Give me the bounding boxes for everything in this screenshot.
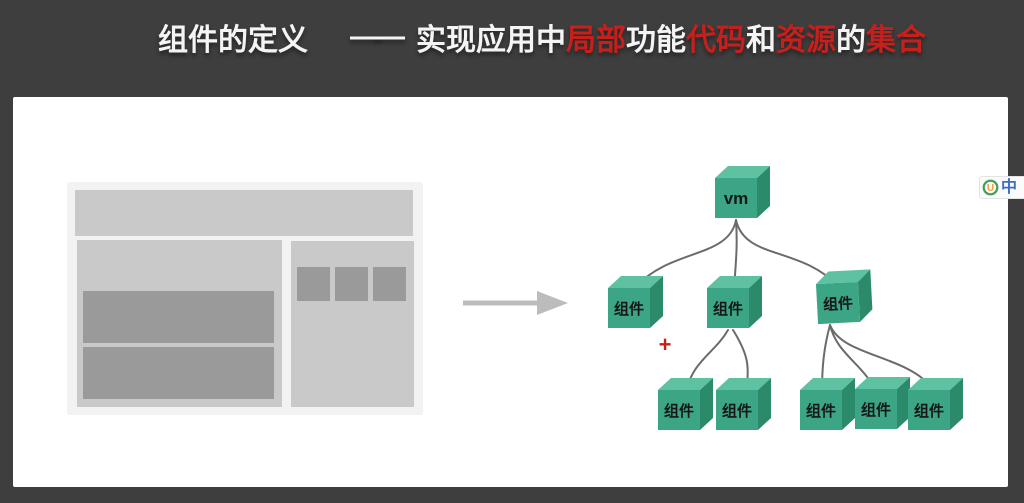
cube-top-face — [608, 276, 663, 288]
tree-node-vm: vm — [715, 166, 770, 218]
node-label: 组件 — [861, 401, 891, 419]
cube-top-face — [800, 378, 855, 390]
cube-side-face — [758, 378, 771, 430]
cube-front-face — [715, 178, 757, 218]
cube-side-face — [700, 378, 713, 430]
title-seg: 实现应用中 — [416, 24, 566, 57]
cube-side-face — [842, 378, 855, 430]
cube-front-face — [855, 389, 897, 429]
cube-top-face — [908, 378, 963, 390]
cube-front-face — [908, 390, 950, 430]
slide-title: 组件的定义 —— 实现应用中局部功能代码和资源的集合 — [158, 16, 926, 58]
node-label: vm — [724, 189, 749, 208]
cube-top-face — [855, 377, 910, 389]
title-seg: 和 — [746, 24, 776, 57]
title-seg-highlight: 集合 — [866, 24, 926, 57]
cube-top-face — [715, 166, 770, 178]
cube-side-face — [950, 378, 963, 430]
cube-side-face — [857, 269, 873, 322]
node-label: 组件 — [664, 402, 694, 420]
app-wireframe — [67, 182, 423, 415]
wireframe-main-block — [77, 240, 282, 407]
tree-node-component: 组件 — [608, 276, 663, 328]
title-seg: 的 — [836, 24, 866, 57]
wireframe-content-bar — [83, 347, 274, 399]
cube-side-face — [897, 377, 910, 429]
tree-node-component: 组件 — [855, 377, 910, 429]
cube-front-face — [707, 288, 749, 328]
tree-node-component: 组件 — [716, 378, 771, 430]
tree-node-component: 组件 — [707, 276, 762, 328]
arrow-head — [537, 291, 568, 315]
cube-top-face — [716, 378, 771, 390]
cube-top-face — [815, 269, 871, 285]
right-arrow-icon — [463, 291, 568, 315]
tree-node-component: 组件 — [815, 269, 873, 325]
wireframe-sidebar-square — [373, 267, 406, 301]
title-seg-highlight: 局部 — [566, 24, 626, 57]
title-seg: 功能 — [626, 24, 686, 57]
tree-node-component: 组件 — [658, 378, 713, 430]
wireframe-content-bar — [83, 291, 274, 343]
cube-front-face — [716, 390, 758, 430]
title-term: 组件的定义 — [158, 24, 308, 57]
tree-node-component: 组件 — [800, 378, 855, 430]
tree-node-component: 组件 — [908, 378, 963, 430]
cube-front-face — [658, 390, 700, 430]
node-label: 组件 — [806, 402, 836, 420]
watermark-logo-icon: U — [982, 179, 999, 196]
wireframe-header-block — [75, 190, 413, 236]
wireframe-sidebar-block — [291, 241, 414, 407]
node-label: 组件 — [614, 300, 644, 318]
watermark-badge: U 中 — [979, 176, 1024, 199]
wireframe-sidebar-square — [335, 267, 368, 301]
title-dash: —— — [350, 20, 405, 53]
title-seg-highlight: 资源 — [776, 24, 836, 57]
cube-side-face — [650, 276, 663, 328]
node-label: 组件 — [722, 402, 752, 420]
cube-front-face — [815, 281, 861, 325]
title-definition: 实现应用中局部功能代码和资源的集合 — [416, 15, 926, 59]
cube-front-face — [608, 288, 650, 328]
wireframe-sidebar-square — [297, 267, 330, 301]
node-label: 组件 — [914, 402, 944, 420]
cube-front-face — [800, 390, 842, 430]
plus-annotation: + — [659, 332, 672, 357]
logo-letter: U — [987, 183, 994, 194]
cube-top-face — [658, 378, 713, 390]
logo-ring — [982, 179, 999, 196]
cube-side-face — [749, 276, 762, 328]
node-label: 组件 — [823, 294, 854, 314]
cube-side-face — [757, 166, 770, 218]
tree-edge-vm-m1 — [636, 219, 737, 287]
cube-top-face — [707, 276, 762, 288]
title-seg-highlight: 代码 — [686, 24, 746, 57]
watermark-text: 中 — [1001, 178, 1018, 196]
node-label: 组件 — [713, 300, 743, 318]
